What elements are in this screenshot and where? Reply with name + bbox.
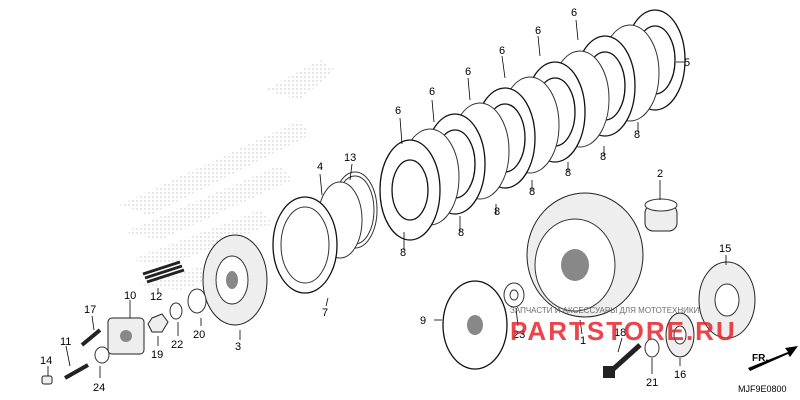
wing-logo-watermark	[120, 60, 335, 290]
callout-20: 20	[193, 329, 205, 341]
fr-label: FR.	[752, 353, 768, 364]
gear-16	[665, 312, 695, 358]
callout-16: 16	[674, 369, 686, 381]
callout-6: 6	[571, 7, 577, 19]
washer-23	[503, 282, 525, 308]
callout-14: 14	[40, 355, 52, 367]
callout-6: 6	[465, 66, 471, 78]
callout-6: 6	[395, 105, 401, 117]
callout-12: 12	[150, 291, 162, 303]
clutch-plate-stack	[379, 9, 686, 241]
watermark-brand: PARTSTORE.RU	[510, 316, 737, 346]
front-direction-marker: FR.	[748, 346, 798, 371]
callout-22: 22	[171, 339, 183, 351]
lifter-plate	[442, 280, 508, 370]
callout-5: 5	[684, 57, 690, 69]
callout-8: 8	[565, 167, 571, 179]
washer-20	[187, 288, 207, 314]
callout-6: 6	[499, 45, 505, 57]
leader-lines	[47, 19, 727, 378]
callout-9: 9	[420, 315, 426, 327]
callout-21: 21	[646, 377, 658, 389]
callout-3: 3	[235, 341, 241, 353]
collar	[644, 198, 678, 232]
callout-1: 1	[580, 335, 586, 347]
callout-4: 4	[317, 161, 323, 173]
washer-22	[169, 302, 183, 320]
bolt-11	[64, 363, 89, 380]
friction-plate-6	[379, 139, 441, 241]
callout-23: 23	[513, 329, 525, 341]
callout-8: 8	[634, 129, 640, 141]
lifter-bracket	[107, 317, 145, 355]
nut-19	[147, 313, 169, 333]
clutch-center	[202, 234, 268, 326]
callout-8: 8	[600, 151, 606, 163]
callout-6: 6	[535, 25, 541, 37]
callout-8: 8	[400, 247, 406, 259]
watermark-tagline: ЗАПЧАСТИ И АКСЕССУАРЫ ДЛЯ МОТОТЕХНИКИ	[510, 306, 700, 315]
pin-14	[41, 375, 53, 385]
callout-15: 15	[719, 243, 731, 255]
partstore-watermark: ЗАПЧАСТИ И АКСЕССУАРЫ ДЛЯ МОТОТЕХНИКИ PA…	[510, 306, 737, 346]
callout-11: 11	[60, 336, 71, 348]
bearing-24	[94, 346, 110, 364]
callout-18: 18	[614, 327, 626, 339]
bolt-17	[80, 328, 102, 347]
gear-15	[698, 261, 756, 339]
callout-17: 17	[84, 304, 96, 316]
callout-2: 2	[657, 168, 663, 180]
clutch-outer	[526, 192, 644, 318]
callout-24: 24	[93, 382, 105, 394]
callout-8: 8	[494, 206, 500, 218]
callout-13: 13	[344, 152, 356, 164]
fr-arrow-icon	[748, 346, 798, 371]
pressure-plate	[272, 196, 338, 294]
callout-8: 8	[529, 186, 535, 198]
bolt-18	[603, 343, 642, 378]
washer-21	[644, 338, 660, 358]
callout-7: 7	[322, 307, 328, 319]
callout-19: 19	[151, 349, 163, 361]
callouts: 5 6 6 6 6 6 6 8 8 8 8 8 8 8 4 13 2 15 7 …	[40, 7, 731, 394]
clutch-spring	[142, 260, 185, 284]
callout-8: 8	[458, 227, 464, 239]
diagram-code: MJF9E0800	[738, 384, 787, 394]
callout-10: 10	[124, 290, 136, 302]
callout-6: 6	[429, 86, 435, 98]
